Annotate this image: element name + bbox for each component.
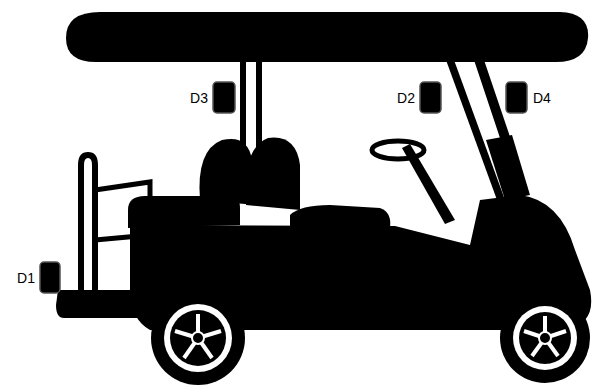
- devices: [40, 82, 527, 293]
- seat-back: [245, 138, 300, 210]
- device-box: [213, 82, 235, 113]
- roof: [66, 12, 588, 62]
- device-box: [506, 82, 527, 113]
- front-post: [446, 60, 505, 200]
- windshield-frame: [486, 135, 530, 200]
- device-box: [420, 82, 441, 113]
- device-label: D3: [190, 90, 208, 106]
- device-label: D2: [397, 90, 415, 106]
- front-wheel: [500, 293, 590, 383]
- device-label: D4: [533, 90, 551, 106]
- rear-wheel: [151, 291, 245, 385]
- rear-seat: [128, 196, 240, 228]
- grab-handle: [81, 155, 95, 300]
- device-box: [40, 262, 60, 293]
- steering-wheel: [372, 141, 424, 159]
- device-label: D1: [17, 270, 35, 286]
- cart-silhouette: [56, 12, 591, 330]
